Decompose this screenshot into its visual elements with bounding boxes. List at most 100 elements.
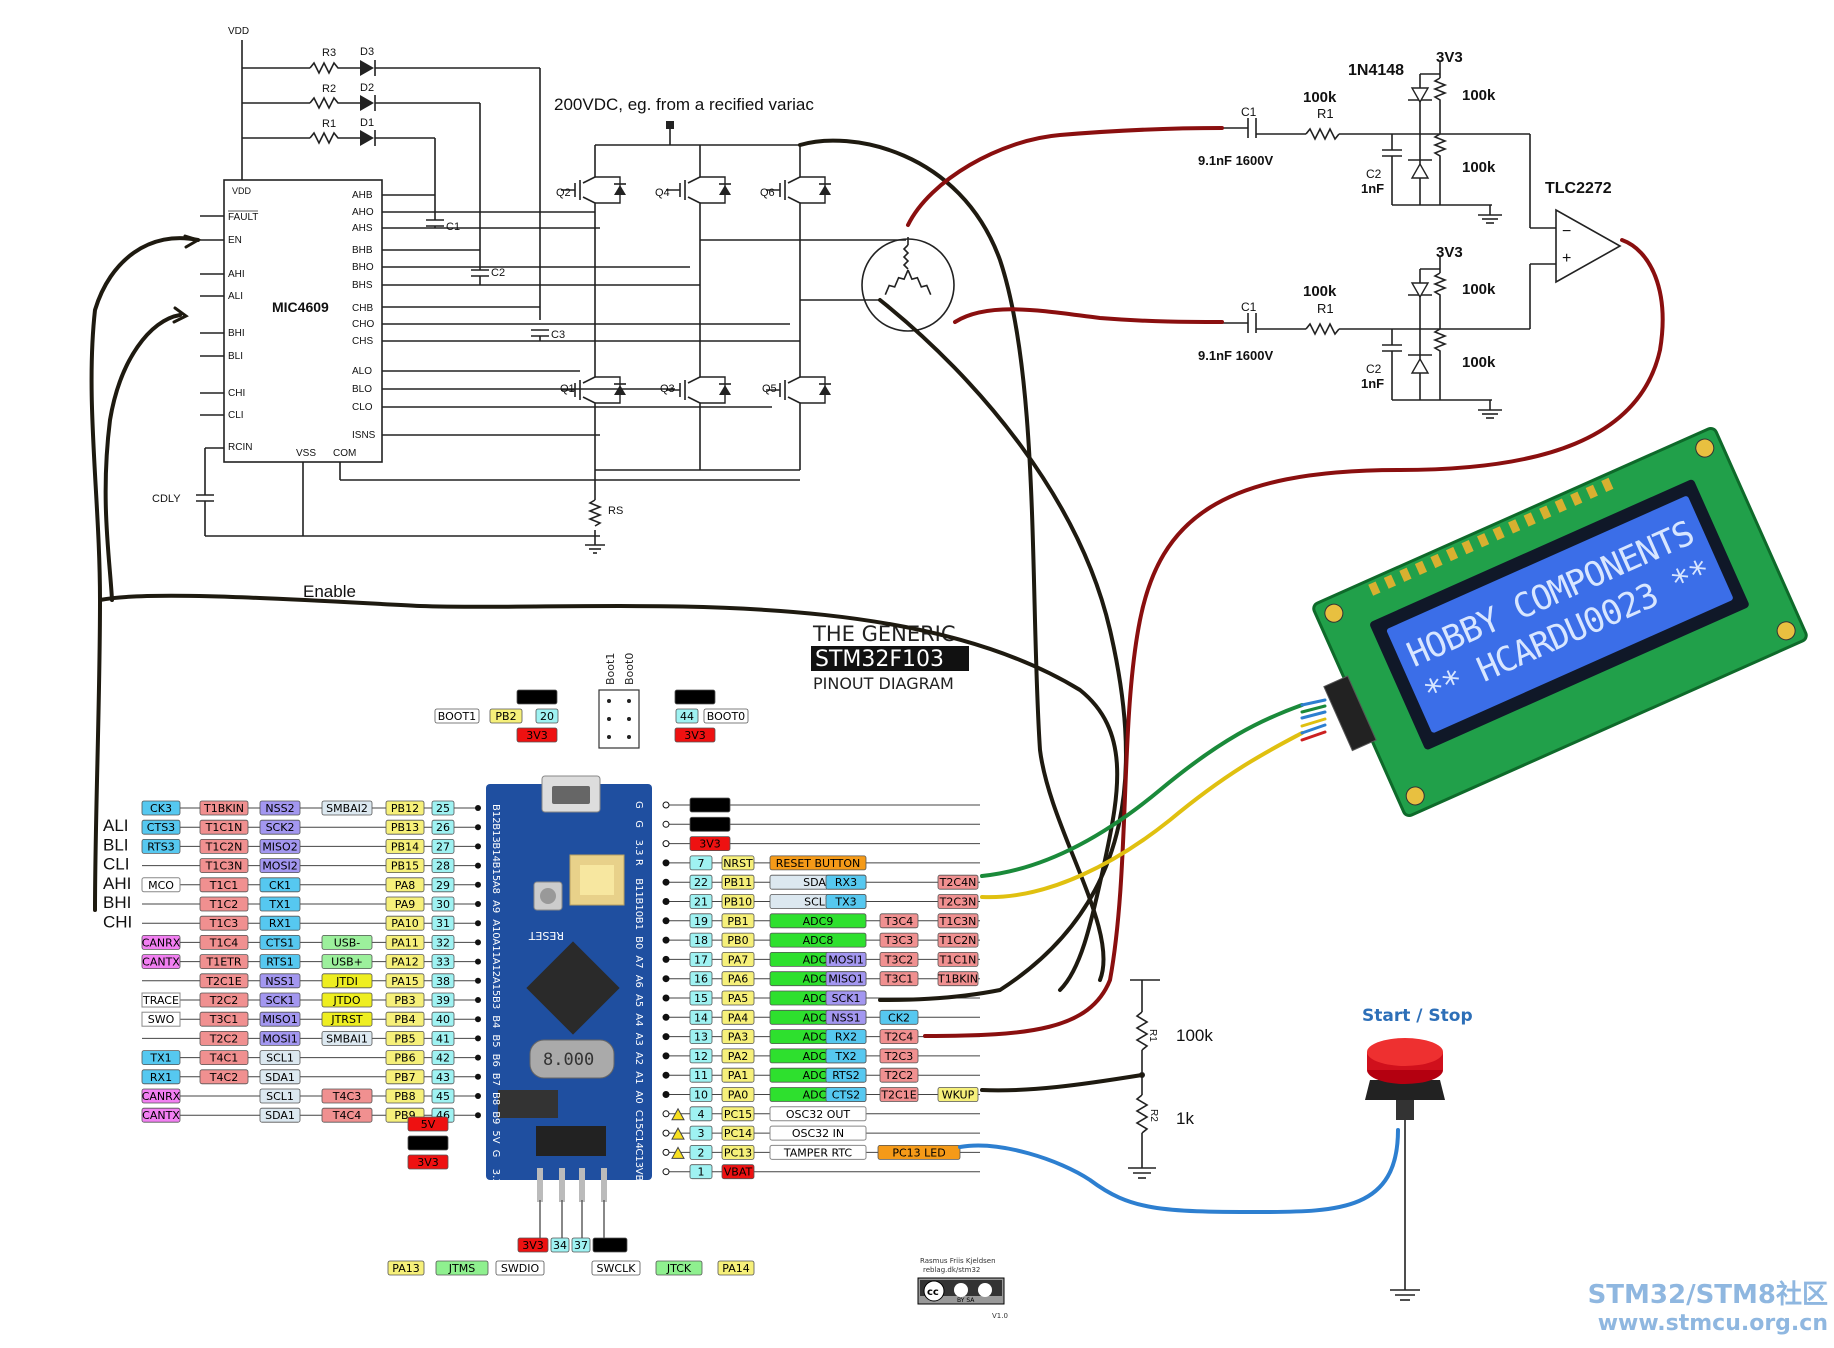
pin-label: T2C1E [199,973,249,989]
svg-text:RX2: RX2 [835,1031,857,1044]
boot-3v3-right: 3V3 [674,727,716,743]
pin-label: 40 [431,1011,455,1027]
svg-text:27: 27 [436,840,450,853]
pin-label: 1 [689,1164,713,1180]
pin-label: T2C3 [879,1048,919,1064]
svg-text:7: 7 [698,857,705,870]
pin-label: PC15 [721,1106,755,1122]
igbt-transistor [766,365,831,415]
pin-blo: BLO [352,384,372,395]
wire-scl [980,731,1304,900]
svg-text:JTDI: JTDI [335,975,358,988]
svg-text:T4C2: T4C2 [209,1071,238,1084]
pin-label: PB5 [385,1031,425,1046]
svg-text:NSS2: NSS2 [265,802,294,815]
svg-text:JTRST: JTRST [330,1013,363,1026]
pin-label: 14 [689,1009,713,1025]
pin-label: SCL1 [259,1050,301,1065]
pin-label: RX1 [141,1069,181,1085]
pin-label: CANRX [141,935,181,950]
svg-text:41: 41 [436,1032,450,1045]
igbt-transistor [561,365,626,415]
svg-text:10: 10 [694,1089,708,1102]
pin-label: T1C4 [199,935,249,950]
svg-text:SDA1: SDA1 [265,1071,295,1084]
svg-text:T1BKIN: T1BKIN [937,973,978,986]
pin-label: 22 [689,874,713,890]
bemf-sense-circuit: 1N4148 3V3 3V3 100k 100k 100k 100k 100k … [1198,49,1622,419]
pin-label: CK3 [141,800,181,816]
trace-swo-label: SWO [141,1011,181,1027]
r-100k-1: 100k [1303,89,1337,106]
reset-silk: RESET [528,929,564,942]
pin-label: RTS2 [825,1067,867,1083]
svg-text:CK1: CK1 [269,879,291,892]
svg-text:PC15: PC15 [724,1108,752,1121]
board-silk-pin: 3.3 [490,1169,501,1185]
pin-label: 18 [689,932,713,948]
boot-header [598,689,640,749]
boot-gnd-right: GND [674,689,716,705]
pin-label: TX2 [825,1048,867,1064]
svg-text:1: 1 [698,1166,705,1179]
board-silk-pin: B9 [490,1111,501,1124]
svg-text:JTMS: JTMS [448,1262,475,1275]
pin-isns: ISNS [352,430,376,441]
svg-text:GND: GND [697,818,722,831]
div-100k: 100k [1176,1026,1213,1045]
lcd-header-pin [1585,484,1598,499]
boot0-label: Boot0 [623,653,636,685]
wire-signal-return [103,313,182,602]
svg-text:T2C2: T2C2 [884,1069,913,1082]
pin-label: MOSI2 [259,858,301,873]
svg-text:T2C4: T2C4 [884,1031,913,1044]
lcd-header-pin [1523,512,1536,527]
svg-text:RTS1: RTS1 [266,956,294,969]
board-silk-pin: B14 [490,842,501,862]
boot0-pin-label: BOOT0 [703,708,749,724]
svg-text:OSC32 OUT: OSC32 OUT [786,1108,851,1121]
pin-alo: ALO [352,366,372,377]
svg-text:TX1: TX1 [268,898,290,911]
svg-text:PB12: PB12 [391,802,419,815]
pin-ali: ALI [228,291,243,302]
svg-text:PA11: PA11 [391,936,418,949]
pin-label: 11 [689,1067,713,1083]
board-silk-pin: A1 [633,1071,644,1084]
svg-text:SCL1: SCL1 [266,1090,294,1103]
svg-text:T1C2N: T1C2N [939,934,977,947]
pin-bhb: BHB [352,245,373,256]
svg-text:RTS2: RTS2 [832,1069,860,1082]
svg-text:PA12: PA12 [391,956,418,969]
svg-text:TX3: TX3 [834,896,856,909]
div-1k: 1k [1176,1109,1194,1128]
c2-val-top: 1nF [1361,181,1384,196]
svg-text:33: 33 [436,956,450,969]
wire-sda [980,703,1304,878]
svg-text:NSS1: NSS1 [265,975,294,988]
pin-label: 13 [689,1029,713,1044]
svg-text:12: 12 [694,1050,708,1063]
cap-rating-top: 9.1nF 1600V [1198,153,1273,168]
c1-bottom: C1 [1241,300,1257,314]
svg-text:3: 3 [698,1127,705,1140]
q2-label: Q2 [556,187,571,199]
pin-bhi: BHI [228,328,245,339]
svg-text:38: 38 [436,975,450,988]
boot-3v3-left: 3V3 [516,727,558,743]
r-100k-3: 100k [1462,87,1496,104]
pin-label: 30 [431,896,455,912]
pin-label: T2C2 [199,1031,249,1046]
svg-text:MISO1: MISO1 [262,1013,297,1026]
svg-text:PB2: PB2 [495,710,516,723]
svg-text:GND: GND [597,1239,622,1252]
author: Rasmus Friis Kjeldsen [920,1257,996,1265]
